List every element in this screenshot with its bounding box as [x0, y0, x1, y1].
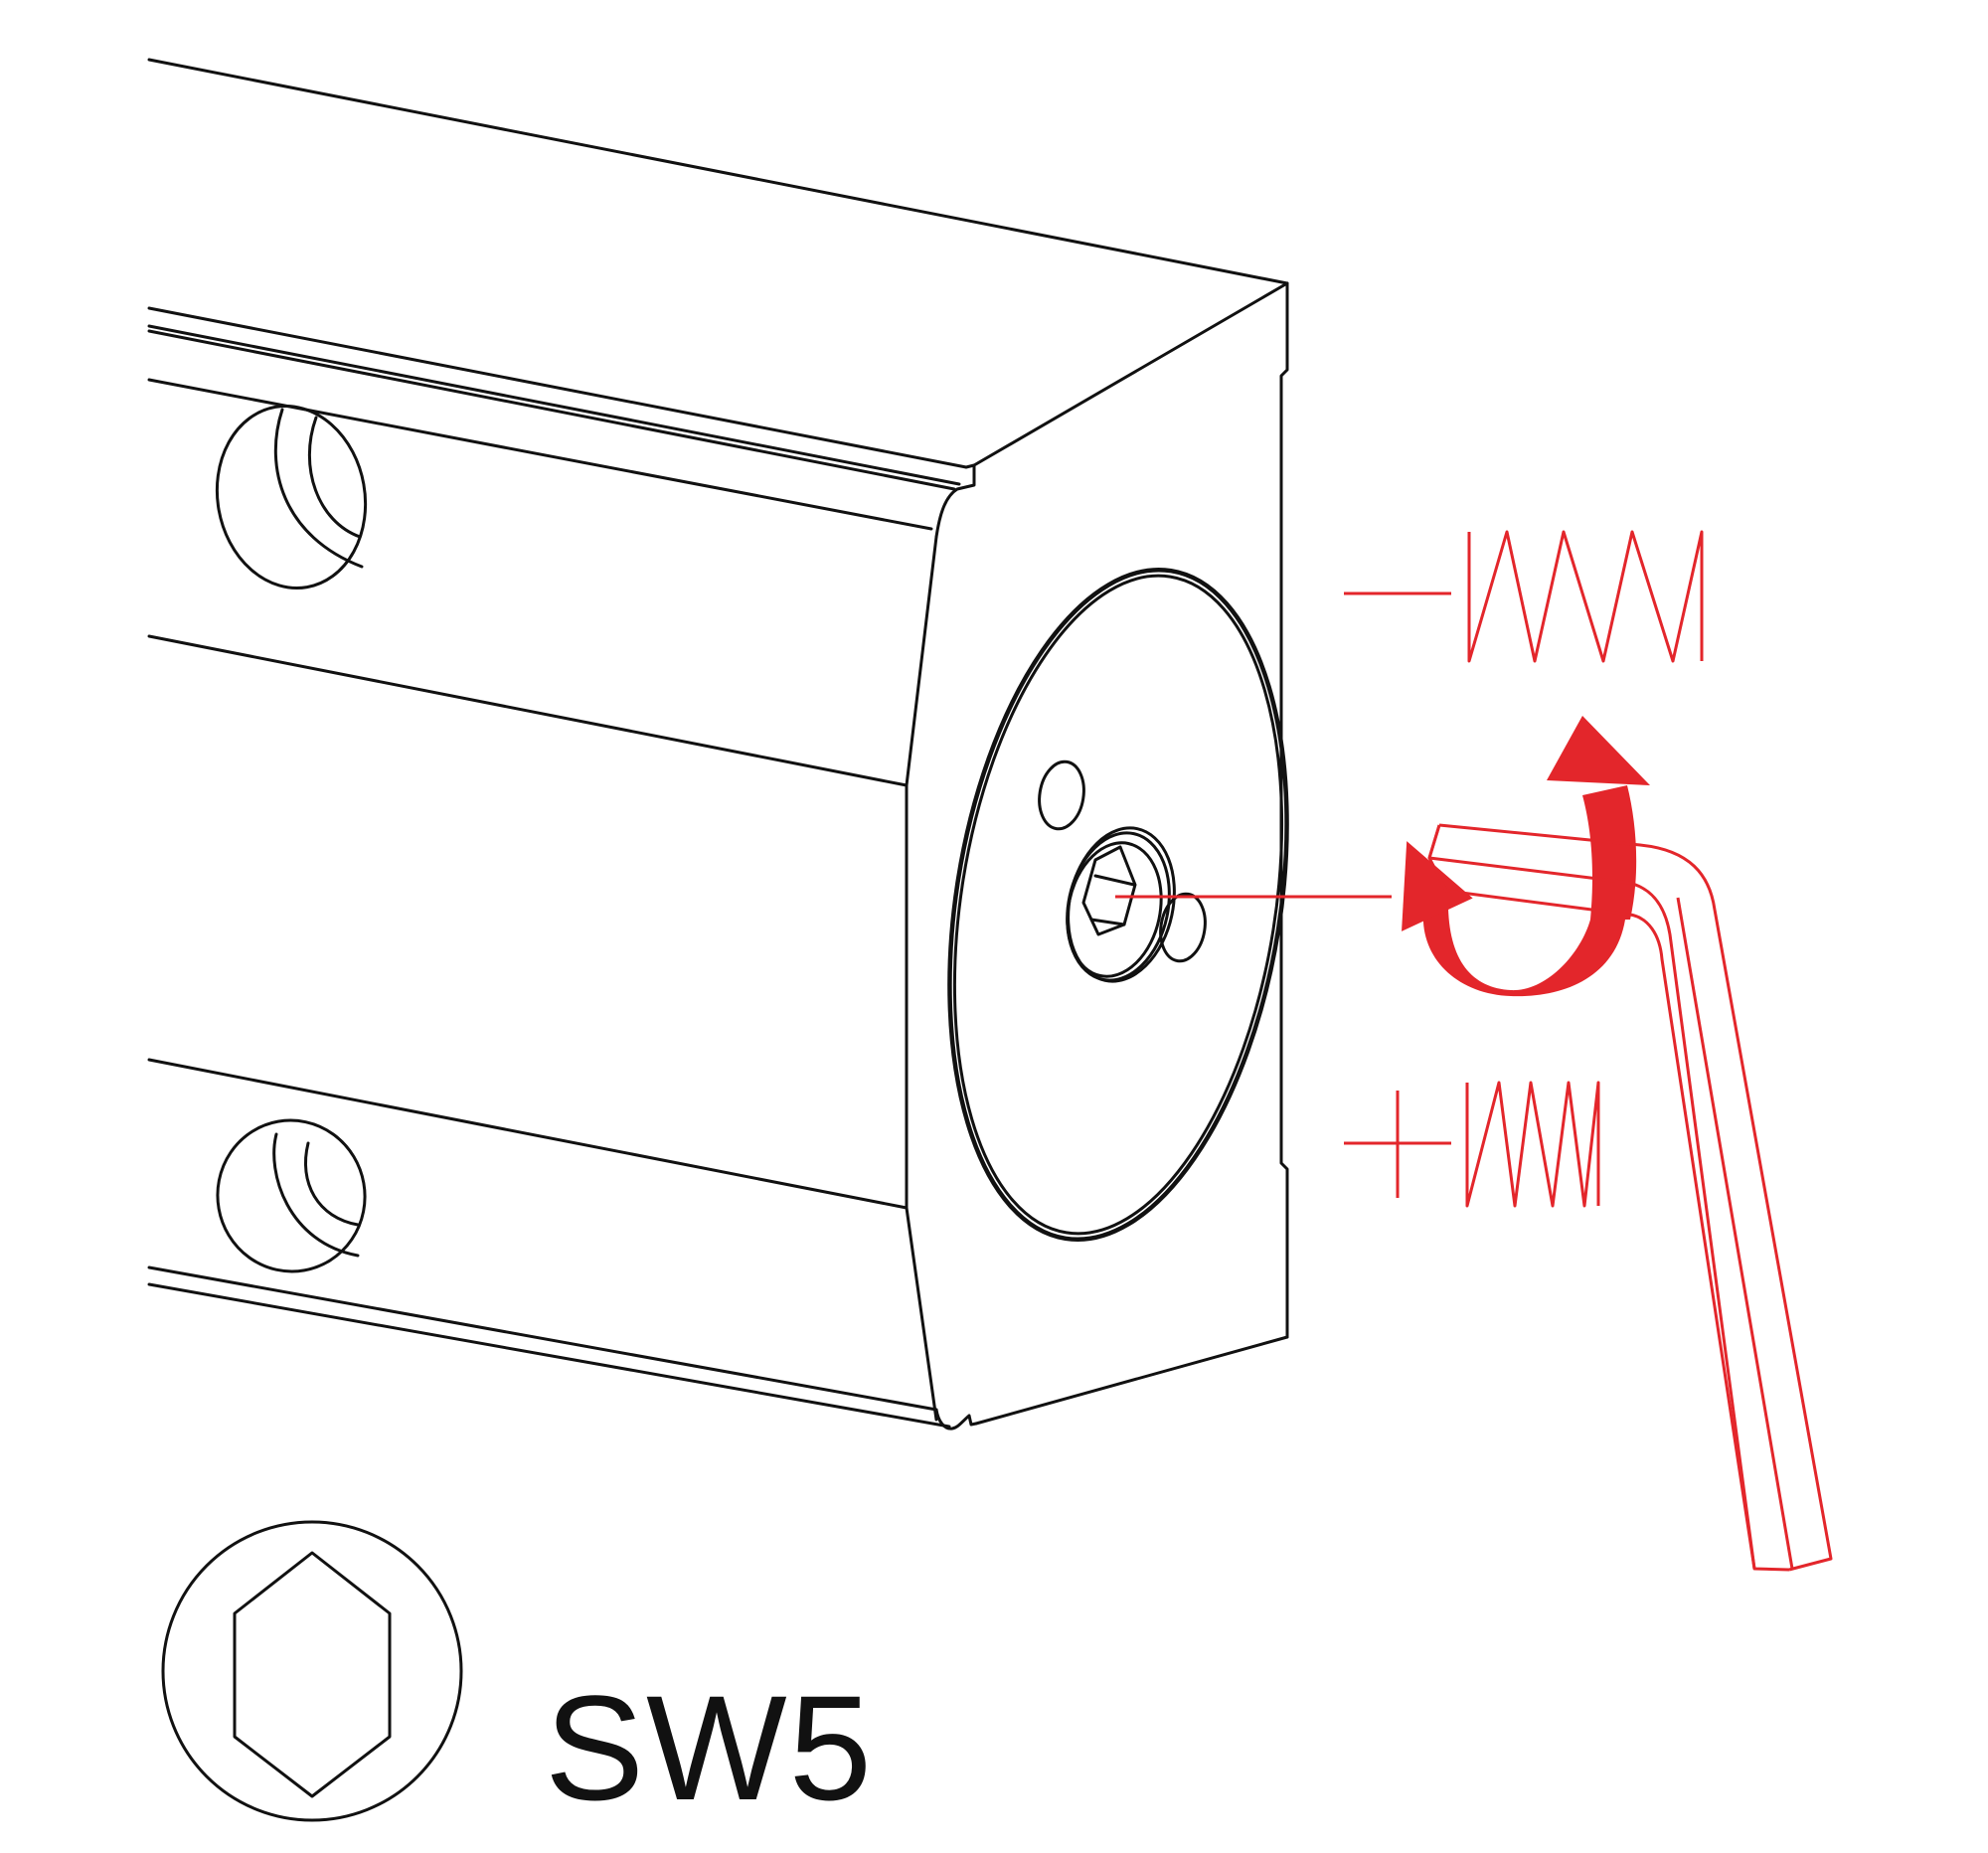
adjustment-screw: [1066, 826, 1176, 983]
end-cap-right-edge: [1279, 281, 1289, 1339]
lower-mounting-hole: [216, 1118, 367, 1273]
upper-rail-line: [147, 306, 968, 469]
hex-socket-circle-icon: [161, 1520, 463, 1822]
upper-mounting-hole: [215, 404, 368, 590]
end-cap-disk: [947, 567, 1289, 1243]
end-cap-bottom-edge: [974, 1335, 1289, 1426]
disk-hole-upper: [1038, 759, 1085, 831]
upper-rail-lower-line: [147, 378, 933, 531]
end-cap-left-edge-lower: [905, 1206, 938, 1422]
profile-top-edge: [147, 58, 1289, 285]
tool-size-legend: SW5: [161, 1520, 874, 1831]
lower-rail-line-1: [147, 1265, 938, 1412]
upper-groove-line-2: [147, 329, 956, 491]
end-cap-top-edge: [972, 281, 1289, 467]
spring-increase-icon: [1344, 1081, 1600, 1208]
plus-sign-icon: [1344, 1091, 1451, 1198]
spring-decrease-icon: [1344, 530, 1704, 663]
disk-hole-lower: [1159, 892, 1207, 963]
upper-groove-line-1: [147, 324, 961, 486]
lower-rail-line-2: [147, 1282, 951, 1429]
profile-body: [147, 58, 1289, 1431]
hex-key-icon: [1427, 823, 1833, 1572]
lower-rail-lip: [934, 1408, 978, 1431]
rotation-arrows-icon: [1402, 716, 1650, 997]
arrow-head-left: [1402, 841, 1473, 931]
middle-face-bottom-line: [147, 1058, 909, 1210]
arrow-head-top: [1547, 716, 1650, 785]
annotations: [1115, 530, 1833, 1572]
middle-face-top-line: [147, 634, 909, 787]
tool-size-label: SW5: [545, 1664, 874, 1831]
end-cap-left-edge-upper: [905, 535, 938, 787]
hex-glyph-icon: [233, 1551, 392, 1798]
upper-rail-lip: [934, 463, 976, 539]
